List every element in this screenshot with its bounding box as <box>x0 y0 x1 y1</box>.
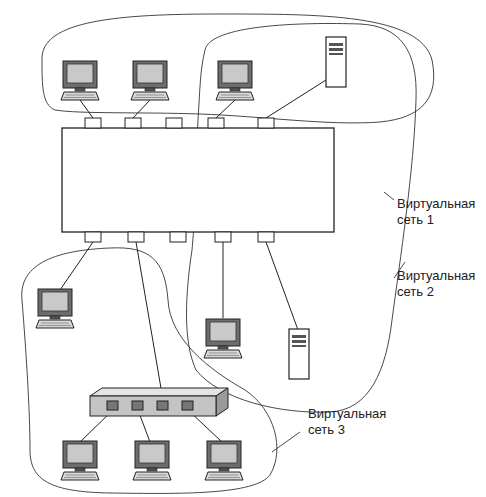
vlan-label: Виртуальная сеть 3 <box>308 406 392 438</box>
switch <box>62 128 334 232</box>
computer <box>36 289 74 328</box>
server <box>289 329 309 379</box>
vlan-outline <box>22 248 277 494</box>
computer <box>204 319 242 358</box>
computer <box>216 61 254 100</box>
leader-line <box>272 432 300 452</box>
computer <box>131 61 169 100</box>
hub <box>90 388 228 416</box>
switch-port <box>85 118 274 242</box>
computer <box>205 441 243 480</box>
computer <box>61 61 99 100</box>
vlan-label: Виртуальная сеть 2 <box>397 268 481 300</box>
computer <box>133 441 171 480</box>
server <box>326 37 346 87</box>
vlan-label: Виртуальная сеть 1 <box>397 196 481 228</box>
computer <box>61 441 99 480</box>
leader-line <box>384 192 394 200</box>
